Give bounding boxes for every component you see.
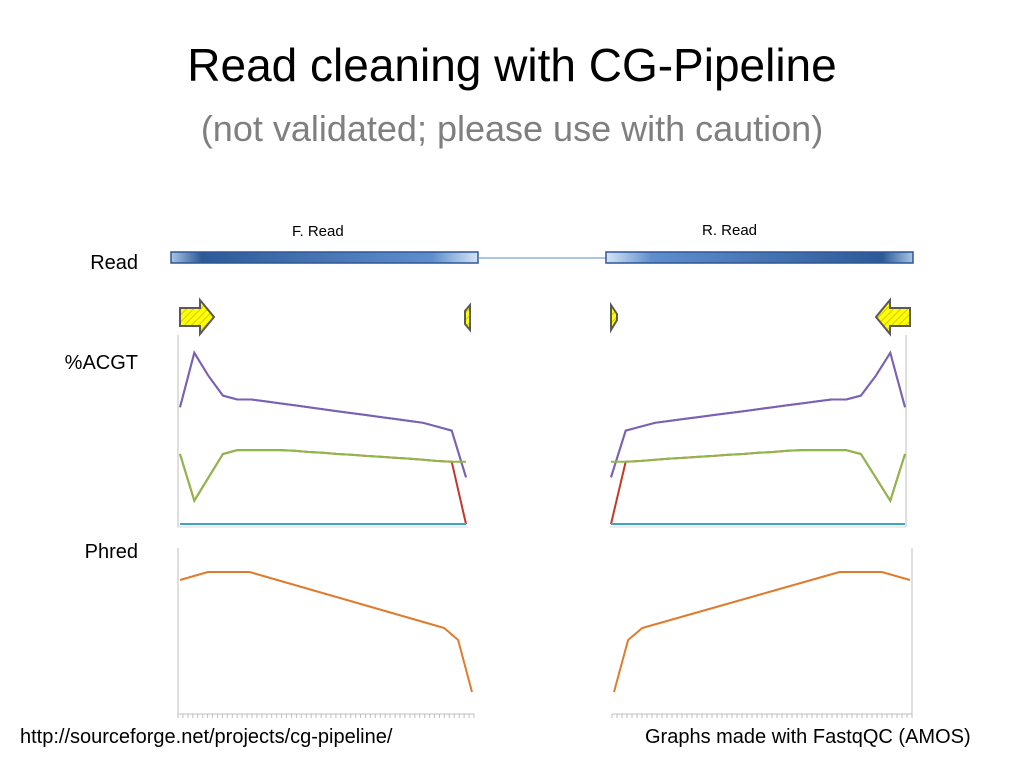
forward-end-arrow-icon [464, 302, 471, 333]
acgt-row-label: %ACGT [64, 352, 138, 374]
reverse-primer-arrow-icon [874, 297, 911, 337]
forward-acgt-series-3 [179, 449, 467, 525]
forward-acgt-chart [177, 335, 468, 528]
slide-title: Read cleaning with CG-Pipeline [187, 39, 837, 91]
forward-acgt-series-4 [179, 449, 466, 504]
credit-text: Graphs made with FastqQC (AMOS) [645, 726, 971, 748]
source-url-link[interactable]: http://sourceforge.net/projects/cg-pipel… [20, 726, 393, 748]
reverse-acgt-series-1 [610, 350, 906, 478]
forward-acgt-series-1 [179, 350, 467, 478]
forward-read-bar [170, 251, 479, 264]
reverse-acgt-series-2 [610, 350, 906, 478]
reverse-acgt-chart [610, 335, 907, 528]
reverse-start-arrow-icon [610, 301, 618, 334]
reverse-phred-chart [611, 548, 913, 718]
reverse-read-bar [605, 251, 914, 264]
forward-phred-chart [177, 548, 475, 718]
reverse-acgt-series-4 [611, 449, 906, 504]
forward-primer-arrow-icon [179, 297, 216, 337]
forward-phred-series-1 [179, 571, 473, 693]
forward-read-label: F. Read [292, 223, 344, 240]
forward-acgt-series-2 [179, 350, 467, 478]
reverse-read-label: R. Read [702, 222, 758, 239]
slide-subtitle: (not validated; please use with caution) [200, 108, 824, 149]
reverse-acgt-series-3 [610, 449, 906, 525]
reverse-phred-series-1 [613, 571, 911, 693]
read-row-label: Read [90, 252, 138, 274]
phred-row-label: Phred [84, 541, 138, 563]
